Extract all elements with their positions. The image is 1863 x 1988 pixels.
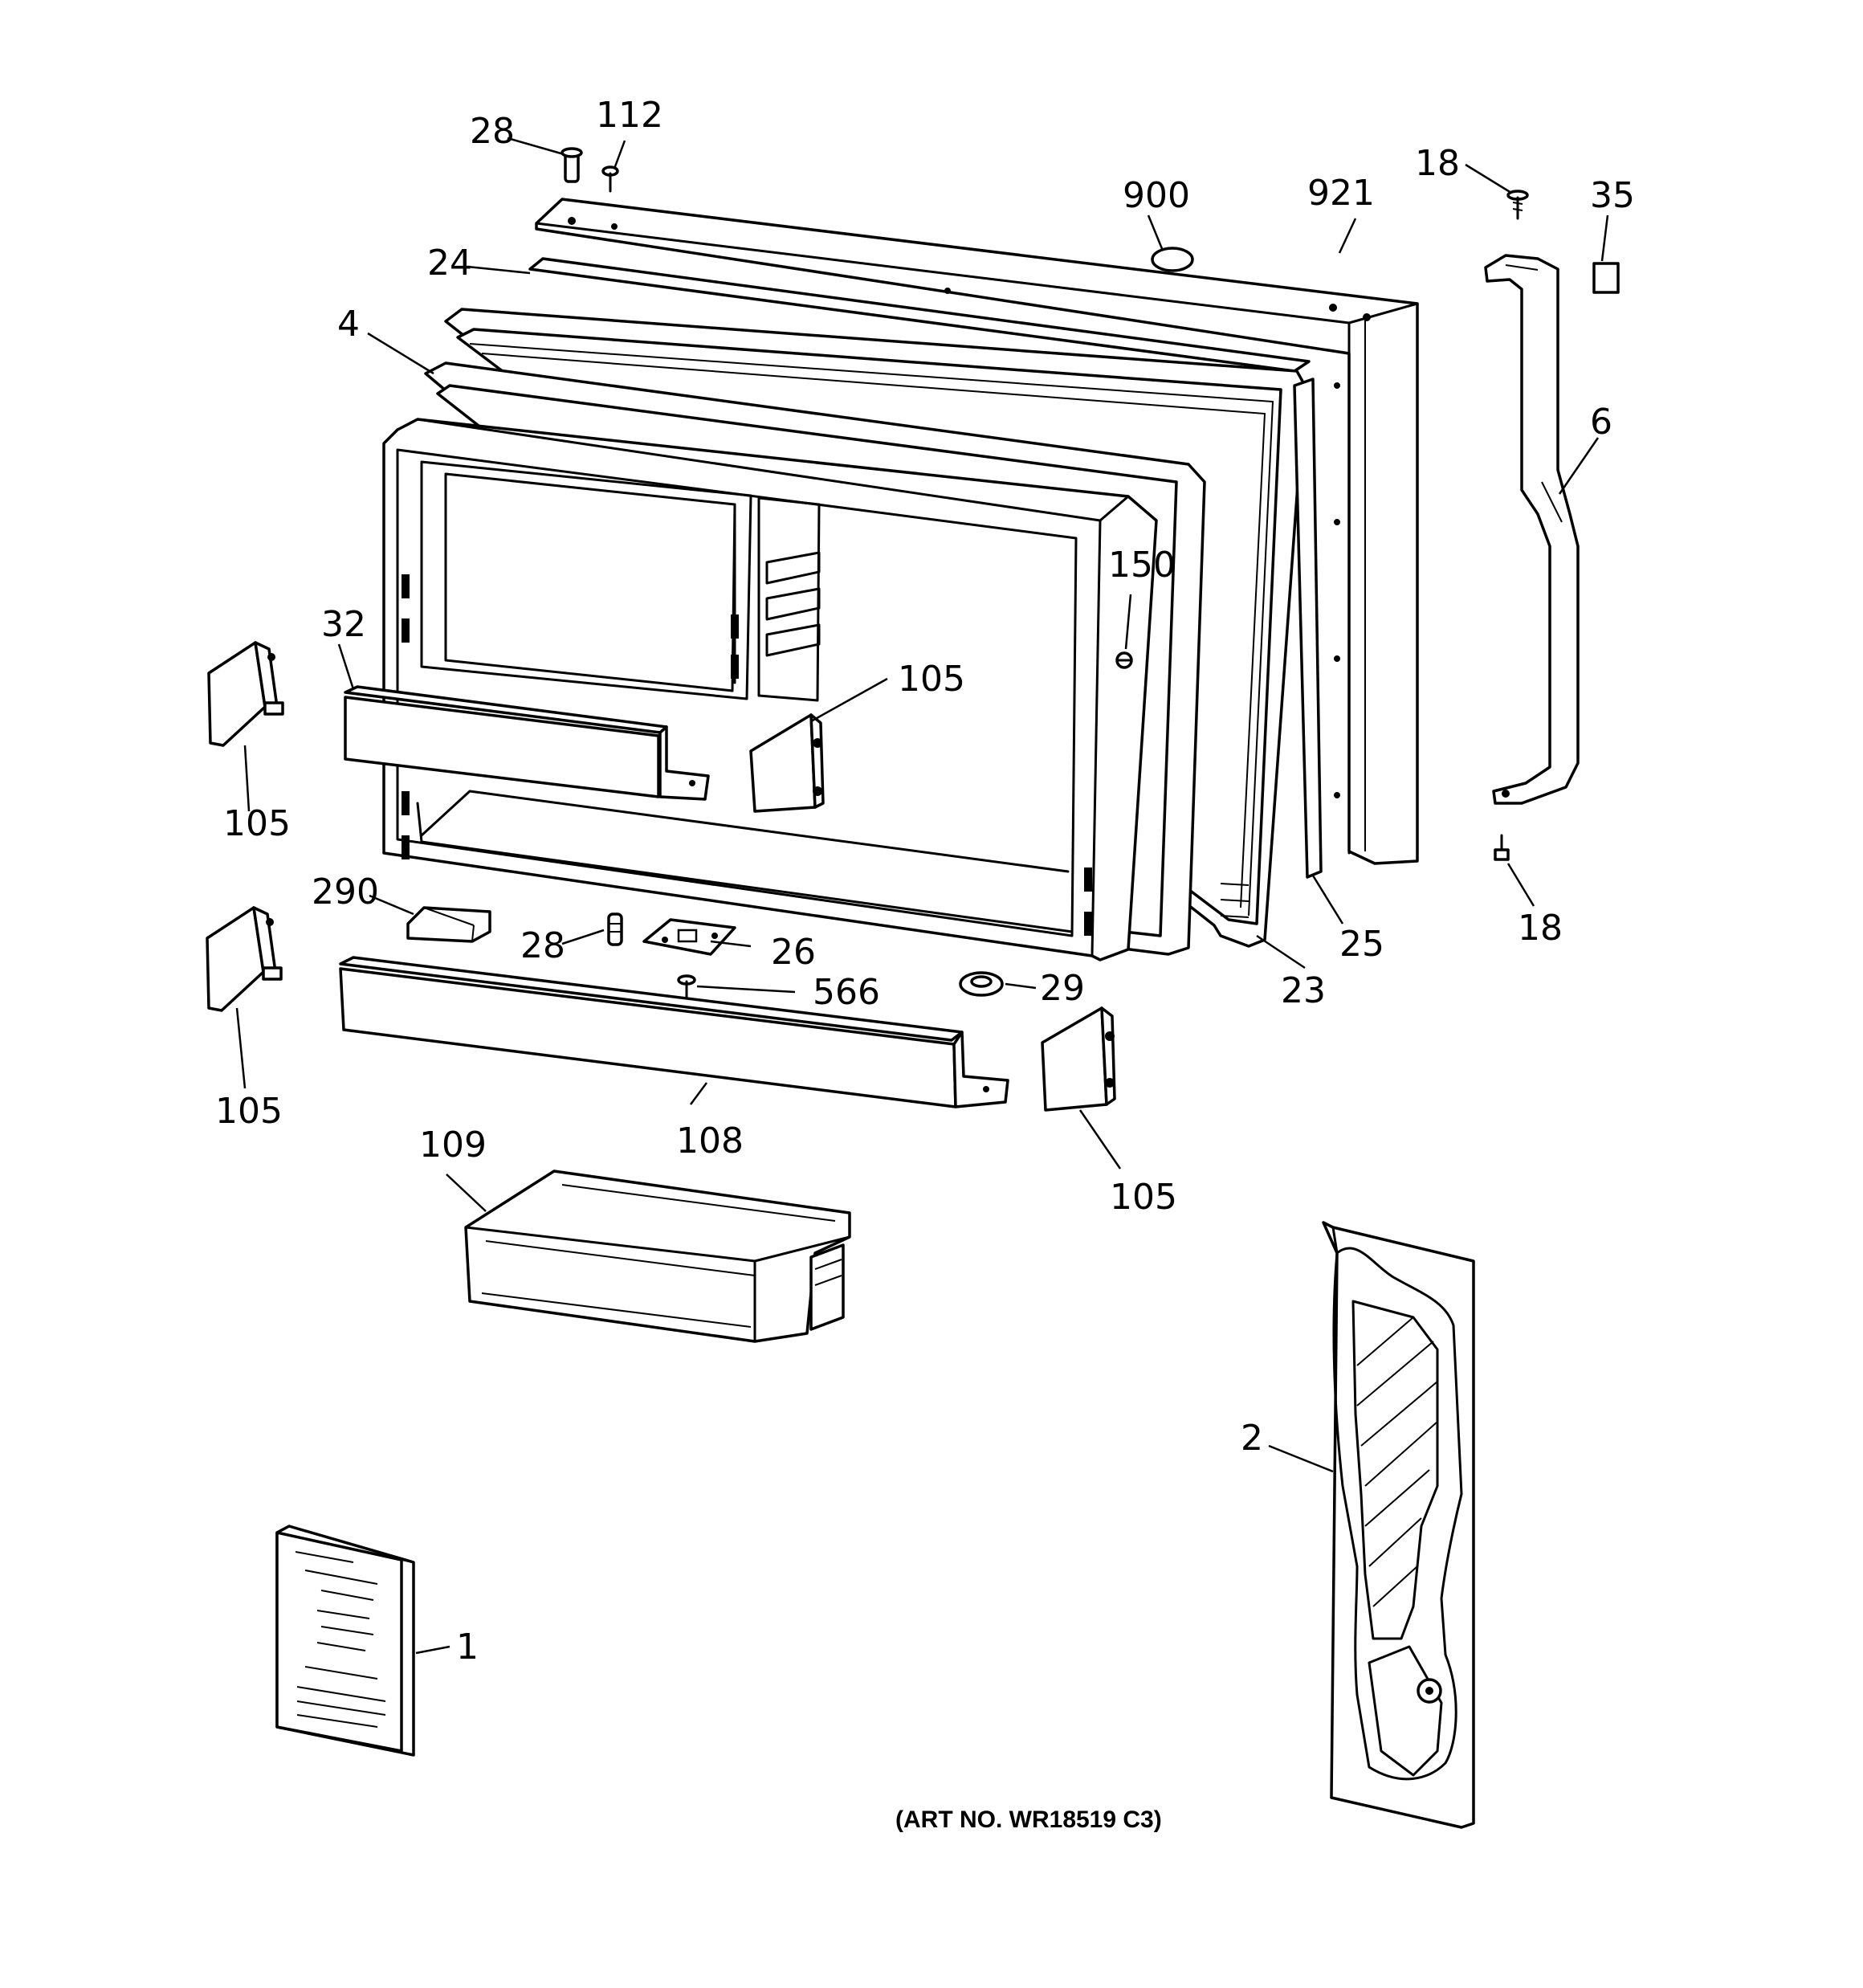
callout-1: 1 xyxy=(456,1627,479,1668)
callout-28-top: 28 xyxy=(470,111,515,152)
callout-26: 26 xyxy=(771,932,816,973)
callout-108: 108 xyxy=(676,1121,744,1161)
part-18-bottom-screw xyxy=(1494,834,1510,861)
art-number: (ART NO. WR18519 C3) xyxy=(895,1806,1162,1833)
part-35-cap xyxy=(1592,262,1620,294)
part-1-owners-manual xyxy=(275,1525,415,1757)
callout-18-bottom: 18 xyxy=(1518,908,1563,949)
callout-105-left-lower: 105 xyxy=(215,1091,283,1132)
callout-6: 6 xyxy=(1590,402,1612,443)
part-105-clip-left-upper xyxy=(207,641,284,747)
part-29-grommet xyxy=(959,971,1004,997)
part-28-top-stud xyxy=(561,147,583,183)
part-108-shelf-bar xyxy=(339,956,1009,1108)
callout-112: 112 xyxy=(596,95,663,136)
callout-32: 32 xyxy=(321,604,366,645)
part-6-door-handle xyxy=(1484,254,1580,805)
part-2-handle-kit-package xyxy=(1322,1221,1475,1829)
part-290-block xyxy=(406,906,491,943)
part-900-outer-door-panel xyxy=(535,198,1419,865)
part-32-shelf-bar xyxy=(344,685,710,801)
callout-2: 2 xyxy=(1241,1418,1263,1459)
part-921-plug xyxy=(1151,247,1194,272)
part-105-clip-left-lower xyxy=(206,906,283,1012)
callout-921: 921 xyxy=(1307,173,1375,214)
part-18-top-screw xyxy=(1506,190,1529,220)
callout-24: 24 xyxy=(427,243,472,284)
part-150-screw xyxy=(1115,651,1133,669)
callout-18-top: 18 xyxy=(1415,143,1460,184)
callout-290: 290 xyxy=(312,872,379,912)
callout-109: 109 xyxy=(419,1125,487,1165)
callout-105-left-upper: 105 xyxy=(223,803,291,844)
callout-900: 900 xyxy=(1123,175,1190,216)
package-hatching xyxy=(1356,1316,1438,1607)
callout-28-mid: 28 xyxy=(520,925,565,966)
leader-lines xyxy=(235,137,1609,1655)
callout-566: 566 xyxy=(813,972,880,1013)
part-105-clip-right xyxy=(1041,1006,1116,1112)
part-28-mid-stud xyxy=(607,912,623,946)
callout-25: 25 xyxy=(1339,924,1384,965)
callout-29: 29 xyxy=(1040,968,1085,1009)
part-109-door-bin xyxy=(464,1170,851,1343)
callout-35: 35 xyxy=(1590,175,1635,216)
part-inner-door-liner xyxy=(382,418,1158,961)
manual-text-lines xyxy=(295,1551,386,1728)
callout-labels: 28 112 900 921 18 35 24 4 6 150 32 105 1… xyxy=(215,95,1635,1668)
part-112-screw xyxy=(601,165,619,193)
callout-105-right: 105 xyxy=(1110,1177,1177,1218)
callout-150: 150 xyxy=(1108,545,1176,586)
part-26-plate xyxy=(642,918,736,956)
part-105-clip-mid xyxy=(749,713,825,813)
callout-105-mid: 105 xyxy=(898,659,965,700)
part-25-side-strip xyxy=(1293,378,1323,879)
part-24-top-strip xyxy=(528,257,1311,373)
callout-4: 4 xyxy=(337,304,360,345)
callout-23: 23 xyxy=(1281,970,1326,1011)
